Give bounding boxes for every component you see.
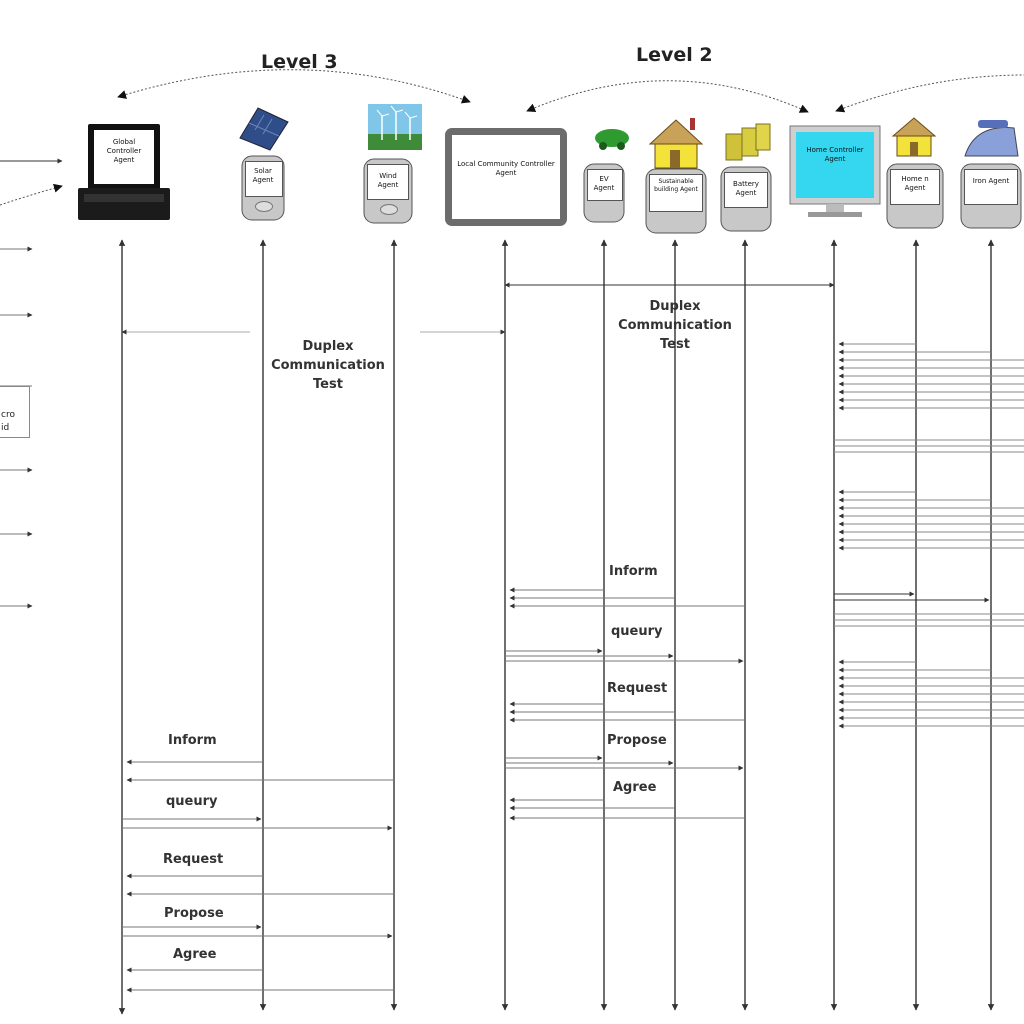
- duplex-left-line3: Test: [313, 377, 343, 392]
- l3-propose-label: Propose: [164, 906, 224, 921]
- battery-agent-device: Battery Agent: [720, 166, 772, 232]
- l2-inform-label: Inform: [609, 564, 658, 579]
- duplex-test-left: Duplex Communication Test: [263, 337, 393, 394]
- ev-agent-device: EV Agent: [583, 163, 625, 223]
- home-controller-monitor-icon: [789, 125, 881, 217]
- l2-query-label: queury: [611, 624, 663, 639]
- solar-agent-device: Solar Agent: [241, 155, 285, 221]
- solar-agent-label: Solar Agent: [252, 167, 274, 184]
- edge-box-line1: cro: [1, 410, 15, 420]
- edge-box-line2: id: [1, 423, 10, 433]
- l3-query-label: queury: [166, 794, 218, 809]
- home-n-agent-device: Home n Agent: [886, 163, 944, 229]
- iron-agent-label: Iron Agent: [972, 177, 1010, 185]
- ev-car-icon: [595, 129, 629, 150]
- duplex-left-line2: Communication: [271, 358, 385, 373]
- l2-request-label: Request: [607, 681, 668, 696]
- home-level1-messages: [834, 341, 1024, 729]
- lifelines: [118, 239, 995, 1015]
- home-controller-agent-label: Home Controller Agent: [806, 146, 864, 163]
- local-community-controller-agent-label: Local Community Controller Agent: [457, 160, 555, 177]
- level2-messages: [505, 587, 745, 821]
- local-community-tablet-icon: [445, 128, 567, 226]
- edge-clipped-box: cro id: [0, 386, 30, 438]
- iron-agent-device: Iron Agent: [960, 163, 1022, 229]
- l2-propose-label: Propose: [607, 733, 667, 748]
- wind-agent-device: Wind Agent: [363, 158, 413, 224]
- duplex-right-line1: Duplex: [649, 299, 701, 314]
- sustainable-building-agent-device: Sustainable building Agent: [645, 168, 707, 234]
- l2-agree-label: Agree: [613, 780, 657, 795]
- global-controller-laptop-icon: [78, 124, 170, 220]
- duplex-right-line3: Test: [660, 337, 690, 352]
- global-controller-agent-label: Global Controller Agent: [106, 138, 142, 164]
- level2-link: [526, 80, 809, 113]
- duplex-right-line2: Communication: [618, 318, 732, 333]
- l3-request-label: Request: [163, 852, 224, 867]
- home-n-house-icon: [891, 117, 937, 157]
- wind-agent-label: Wind Agent: [377, 172, 399, 189]
- home-n-agent-label: Home n Agent: [901, 175, 929, 192]
- battery-agent-label: Battery Agent: [733, 180, 759, 197]
- duplex-test-right: Duplex Communication Test: [610, 297, 740, 354]
- level3-title: Level 3: [261, 51, 338, 73]
- iron-icon: [964, 120, 1019, 157]
- duplex-left-line1: Duplex: [302, 339, 354, 354]
- sustainable-building-house-icon: [648, 118, 704, 169]
- l3-agree-label: Agree: [173, 947, 217, 962]
- l3-inform-label: Inform: [168, 733, 217, 748]
- sustainable-building-agent-label: Sustainable building Agent: [654, 178, 698, 193]
- level3-messages: [122, 759, 394, 993]
- level1-link: [835, 74, 1024, 113]
- level2-title: Level 2: [636, 44, 713, 66]
- ev-agent-label: EV Agent: [593, 175, 615, 192]
- wind-turbine-icon: [368, 104, 422, 150]
- battery-icon: [725, 123, 771, 161]
- solar-panel-icon: [239, 107, 289, 151]
- level3-link: [117, 69, 471, 104]
